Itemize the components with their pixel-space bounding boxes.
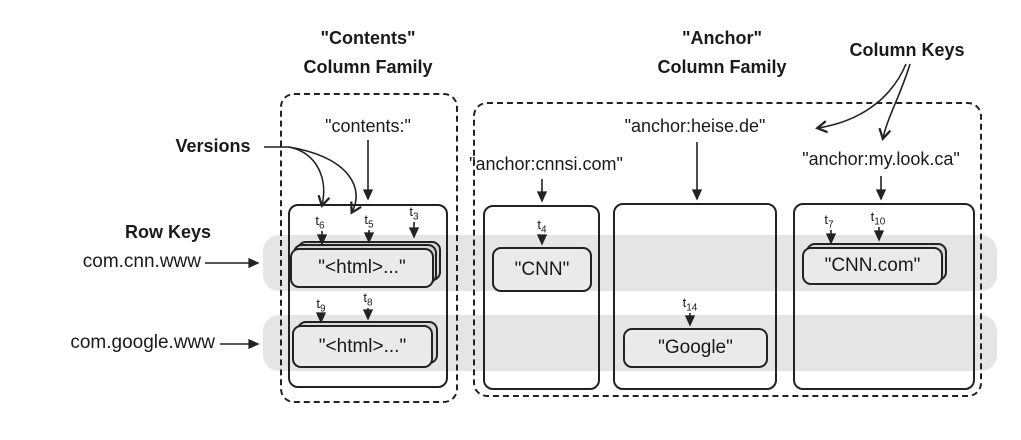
timestamp-t5: t5 xyxy=(364,212,374,231)
timestamp-t8: t8 xyxy=(363,290,373,309)
anchor-family-boundary xyxy=(473,102,982,397)
versions-label: Versions xyxy=(175,136,251,156)
cell-value-cnn-cnnsi: "CNN" xyxy=(514,258,570,280)
cell-cnn-cnnsi: "CNN" xyxy=(492,247,592,292)
timestamp-t3: t3 xyxy=(409,204,419,223)
timestamp-t6: t6 xyxy=(315,213,325,232)
column-key-anchor-mylook: "anchor:my.look.ca" xyxy=(802,149,960,169)
anchor-title-line1: "Anchor" xyxy=(681,28,763,48)
contents-column-family-title: "Contents" Column Family xyxy=(303,24,432,82)
anchor-title-line2: Column Family xyxy=(657,57,787,77)
cell-value-google-heise: "Google" xyxy=(658,337,733,358)
cnnsi-column-box xyxy=(483,205,600,390)
cell-value-google-contents: "<html>..." xyxy=(318,335,407,357)
contents-title-line1: "Contents" xyxy=(320,28,416,48)
contents-column-box xyxy=(288,204,448,388)
row-keys-label: Row Keys xyxy=(124,222,212,242)
mylook-column-box xyxy=(793,203,975,390)
timestamp-t7: t7 xyxy=(824,212,834,231)
row-key-com-google-www: com.google.www xyxy=(70,332,215,353)
cell-google-contents: "<html>..." xyxy=(292,325,433,368)
column-keys-label: Column Keys xyxy=(849,40,965,60)
column-key-anchor-heise: "anchor:heise.de" xyxy=(624,116,766,136)
cell-google-heise: "Google" xyxy=(623,328,768,368)
timestamp-t14: t14 xyxy=(682,295,698,314)
contents-family-boundary xyxy=(280,93,458,403)
column-key-anchor-cnnsi: "anchor:cnnsi.com" xyxy=(469,154,623,174)
cell-cnn-mylook: "CNN.com" xyxy=(802,247,943,285)
cell-value-cnn-mylook: "CNN.com" xyxy=(824,255,921,276)
cell-cnn-contents: "<html>..." xyxy=(290,248,434,288)
timestamp-t4: t4 xyxy=(537,217,547,236)
anchor-column-family-title: "Anchor" Column Family xyxy=(657,24,786,82)
timestamp-t10: t10 xyxy=(870,209,886,228)
column-key-contents: "contents:" xyxy=(325,116,411,136)
heise-column-box xyxy=(613,203,777,390)
timestamp-t9: t9 xyxy=(316,296,326,315)
cell-value-cnn-contents: "<html>..." xyxy=(318,257,406,278)
contents-title-line2: Column Family xyxy=(303,57,433,77)
row-key-com-cnn-www: com.cnn.www xyxy=(82,251,201,272)
